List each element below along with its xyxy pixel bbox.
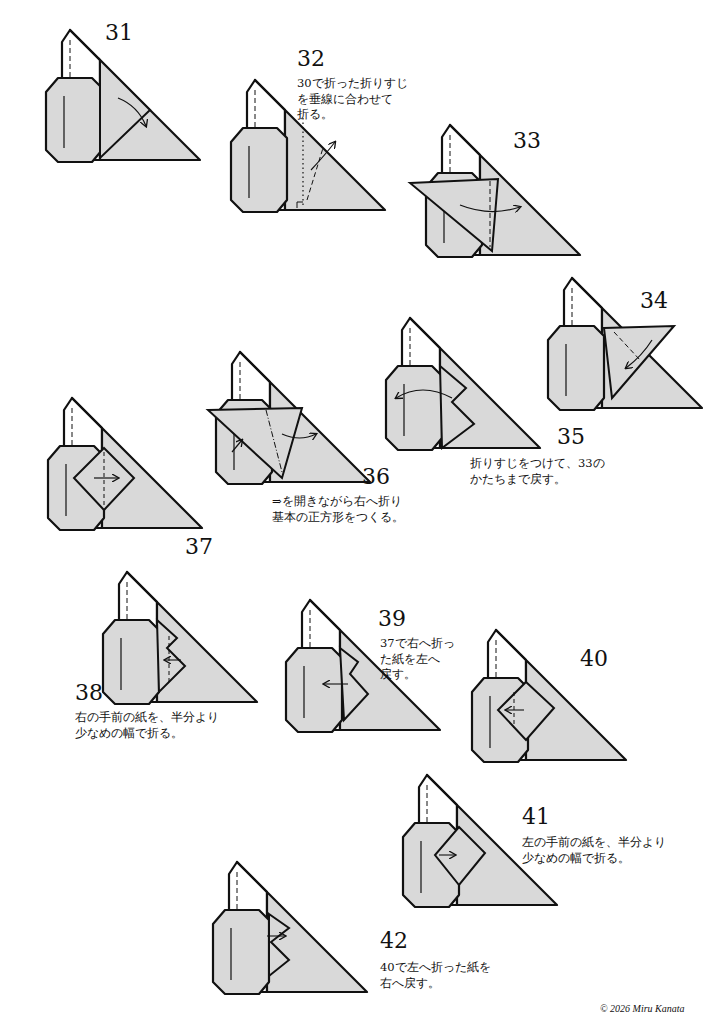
step-number: 37 <box>185 536 213 558</box>
step-figure <box>46 30 200 162</box>
step-number: 31 <box>105 22 133 44</box>
step-number: 34 <box>640 290 668 312</box>
step-number: 40 <box>580 648 608 670</box>
step-instruction: 30で折った折りすじ を垂線に合わせて 折る。 <box>297 76 402 123</box>
step-instruction: 37で右へ折っ た紙を左へ 戻す。 <box>380 636 470 683</box>
step-figure <box>410 125 580 257</box>
step-figure <box>48 398 202 530</box>
step-instruction: 左の手前の紙を、半分より 少なめの幅で折る。 <box>522 835 692 866</box>
step-number: 32 <box>297 48 325 70</box>
step-figure <box>213 862 367 994</box>
step-instruction: 40で左へ折った紙を 右へ戻す。 <box>380 960 530 991</box>
step-number: 35 <box>557 426 585 448</box>
step-number: 38 <box>75 682 103 704</box>
step-figure <box>208 352 370 484</box>
step-number: 39 <box>378 608 406 630</box>
step-figure <box>386 318 540 450</box>
copyright-note: © 2026 Miru Kanata <box>600 1002 685 1016</box>
step-figure <box>286 600 440 732</box>
step-figure <box>472 630 626 762</box>
step-number: 41 <box>522 806 550 828</box>
step-instruction: 折りすじをつけて、33の かたちまで戻す。 <box>470 456 650 487</box>
step-figure <box>548 278 702 410</box>
step-instruction: ⇒を開きながら右へ折り 基本の正方形をつくる。 <box>272 494 457 525</box>
step-number: 33 <box>513 130 541 152</box>
step-figure <box>103 572 257 704</box>
step-number: 36 <box>362 466 390 488</box>
step-instruction: 右の手前の紙を、半分より 少なめの幅で折る。 <box>75 710 260 741</box>
step-number: 42 <box>380 930 408 952</box>
